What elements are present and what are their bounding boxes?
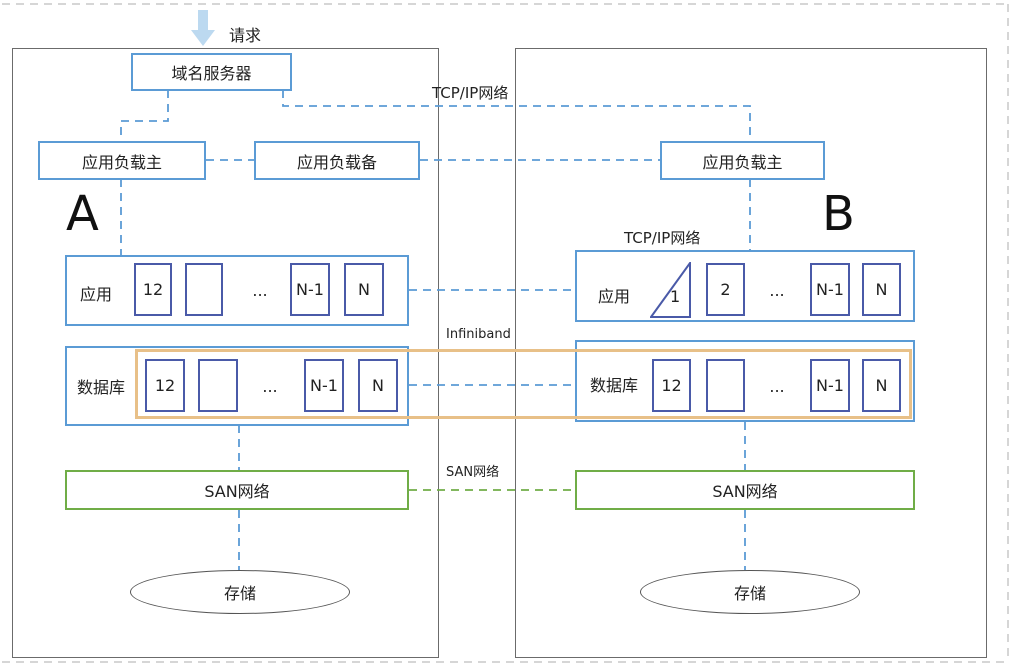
site-a-letter: A [66, 186, 99, 242]
site-a-db-label: 数据库 [77, 378, 126, 397]
infiniband-label: Infiniband [446, 327, 511, 342]
request-arrow-icon [191, 10, 215, 46]
site-b-lb-primary: 应用负载主 [660, 141, 825, 180]
site-b-storage: 存储 [640, 570, 860, 614]
site-b-app-layer [575, 250, 915, 322]
site-a-app-cell: N [344, 263, 384, 316]
site-a-app-cell [185, 263, 223, 316]
site-b-app-label: 应用 [598, 287, 631, 306]
site-b-db-layer [575, 340, 915, 422]
tcpip-network-label-b: TCP/IP网络 [624, 229, 701, 247]
site-b-app-cell: N [862, 263, 901, 316]
site-b-db-ellipsis: ... [769, 376, 785, 396]
site-b-app-cell: N-1 [810, 263, 850, 316]
dns-server-box: 域名服务器 [131, 53, 292, 91]
site-a-db-cell: N-1 [304, 359, 344, 412]
site-b-letter: B [822, 186, 855, 242]
site-a-lb-backup: 应用负载备 [254, 141, 420, 180]
site-a-db-cell: N [358, 359, 398, 412]
site-a-san-box: SAN网络 [65, 470, 409, 510]
site-a-app-ellipsis: ... [252, 280, 268, 300]
site-a-db-cell [198, 359, 238, 412]
tcpip-network-label: TCP/IP网络 [432, 84, 509, 102]
site-b-app-cell-triangle [650, 262, 691, 318]
infiniband-highlight [135, 349, 912, 419]
site-a-lb-primary: 应用负载主 [38, 141, 206, 180]
san-link-label: SAN网络 [446, 465, 500, 480]
site-b-db-cell [706, 359, 745, 412]
site-a-db-ellipsis: ... [262, 376, 278, 396]
site-b-db-cell: N-1 [810, 359, 850, 412]
site-b-san-box: SAN网络 [575, 470, 915, 510]
site-a-app-cell: 12 [134, 263, 172, 316]
site-a-db-cell: 12 [145, 359, 185, 412]
site-b-db-label: 数据库 [590, 376, 639, 395]
site-a-app-cell: N-1 [290, 263, 330, 316]
site-b-app-ellipsis: ... [769, 280, 785, 300]
site-b-app-cell: 2 [706, 263, 745, 316]
request-label: 请求 [229, 26, 262, 45]
site-b-db-cell: N [862, 359, 901, 412]
site-b-db-cell: 12 [652, 359, 691, 412]
site-a-app-label: 应用 [80, 285, 113, 304]
site-b-app-cell-label: 1 [670, 287, 681, 306]
site-a-storage: 存储 [130, 570, 350, 614]
